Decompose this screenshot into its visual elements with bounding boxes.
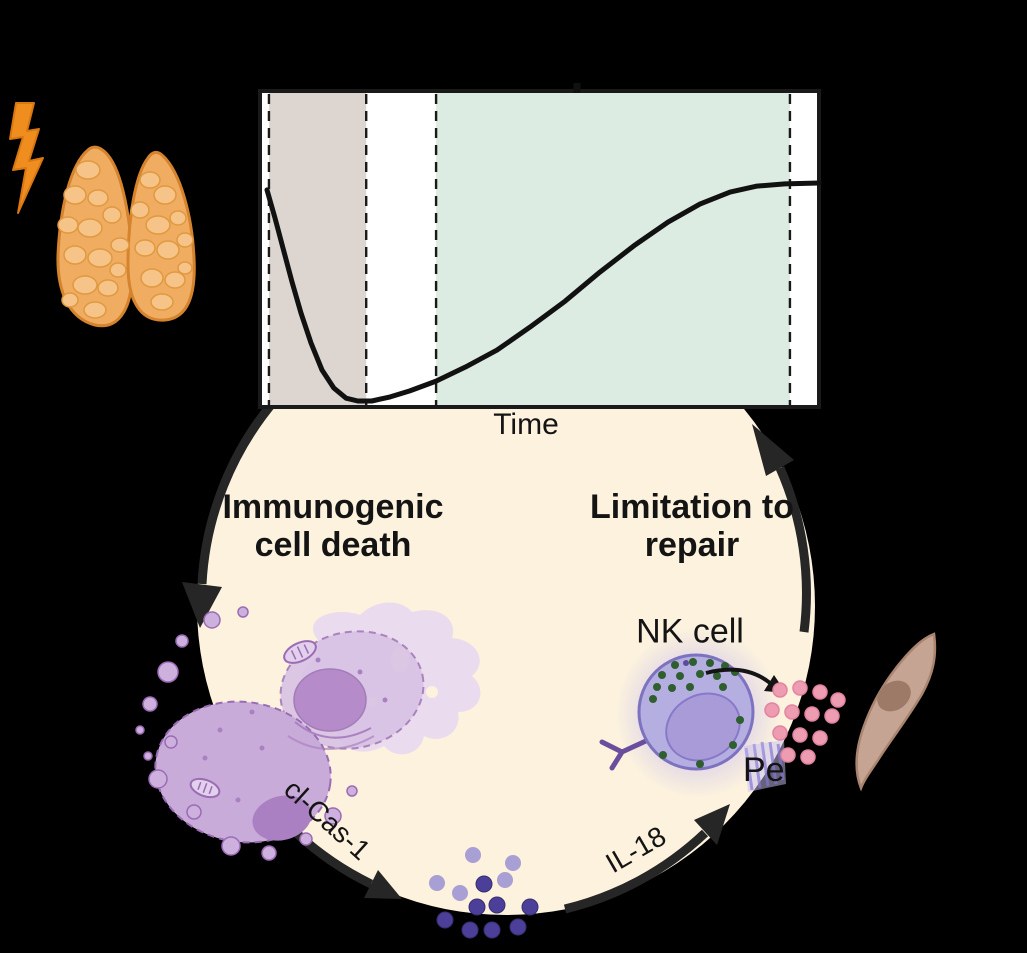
nk-cell-icon	[599, 628, 786, 798]
recovery-chart	[258, 83, 822, 409]
cycle-arc-bottom-right	[563, 829, 709, 914]
cycle-arc-right	[775, 466, 811, 633]
limitation-line1: Limitation to	[590, 488, 794, 526]
thymus-illustration	[9, 102, 196, 328]
nk-secretion-arrow	[705, 667, 772, 685]
fibroblast-nucleus	[877, 680, 911, 712]
immunogenic-line2: cell death	[254, 526, 412, 564]
limitation-line2: repair	[644, 526, 740, 564]
cell-blebs	[135, 606, 358, 861]
arrowhead-left-icon	[182, 582, 222, 628]
thymus-texture	[57, 160, 194, 319]
arrowhead-bottom-icon	[364, 870, 402, 899]
nk-cell-label: NK cell	[636, 612, 744, 651]
top-tick-mark	[573, 83, 581, 93]
arrowhead-right-lower-icon	[694, 804, 730, 845]
right-shaded-band	[436, 93, 790, 405]
nk-granules	[649, 658, 744, 768]
nk-receptor-icon	[599, 737, 651, 771]
time-axis-label: Time	[493, 408, 559, 441]
dying-cell-icon	[135, 602, 481, 861]
cell-speckles	[202, 657, 388, 803]
il18-molecules-icon	[429, 847, 539, 939]
perforin-partial-label: Pe	[743, 751, 785, 789]
arrowhead-top-right-icon	[752, 424, 794, 476]
nk-nucleus	[665, 692, 741, 762]
fibroblast-icon	[855, 632, 937, 792]
cycle-arc-left	[197, 396, 280, 585]
perforin-granules-icon	[764, 680, 846, 765]
lightning-bolt-icon	[9, 102, 44, 214]
immunogenic-line1: Immunogenic	[222, 488, 444, 526]
cellularity-curve	[264, 180, 822, 404]
